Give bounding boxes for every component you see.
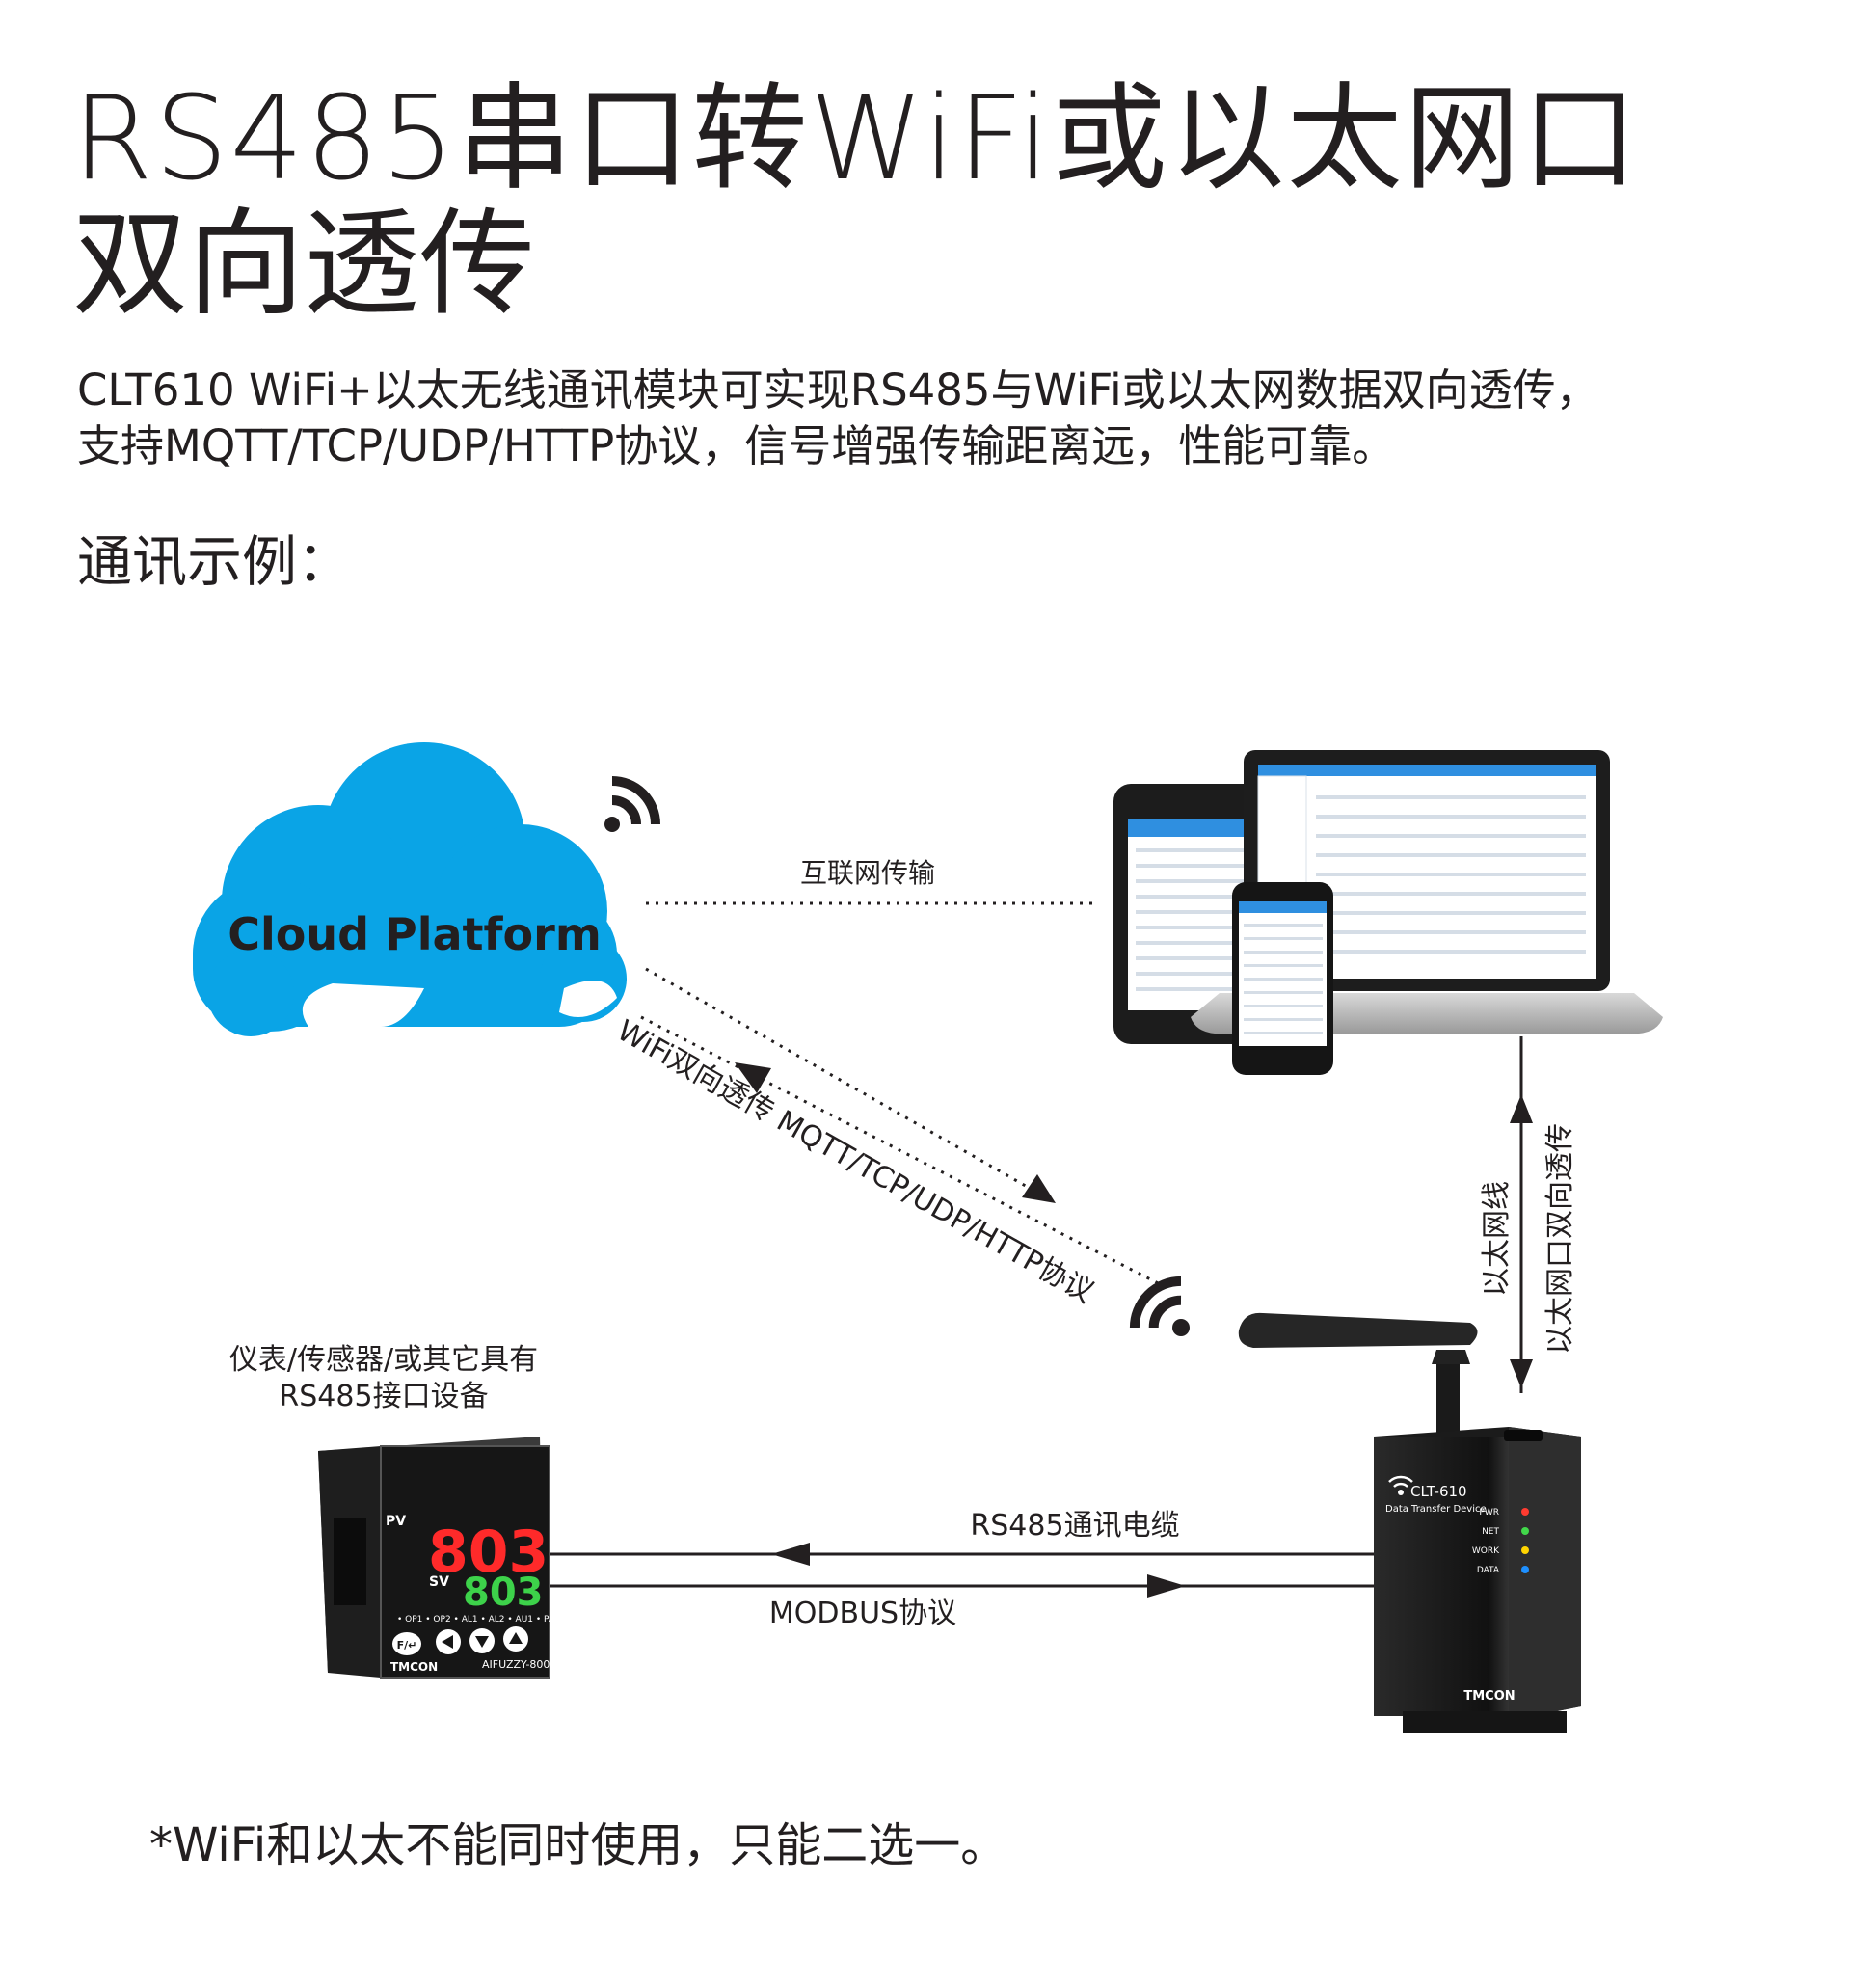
intro-text-line-2: 支持MQTT/TCP/UDP/HTTP协议，信号增强传输距离远，性能可靠。 xyxy=(77,420,1396,471)
function-key[interactable]: F/↵ xyxy=(392,1632,421,1655)
wifi-link-line-upper xyxy=(645,967,1052,1202)
example-heading: 通讯示例： xyxy=(77,530,352,594)
left-key[interactable] xyxy=(436,1629,461,1654)
wifi-icon xyxy=(604,776,660,832)
footnote: *WiFi和以太不能同时使用，只能二选一。 xyxy=(149,1818,1007,1872)
clt610-gateway: CLT-610 Data Transfer Device PWR NET WOR… xyxy=(1238,1312,1581,1733)
led-data: DATA xyxy=(1477,1566,1529,1575)
wifi-link-arrow-down xyxy=(1022,1174,1056,1203)
wifi-link-arrow-up xyxy=(735,1062,771,1093)
instrument-caption-line-1: 仪表/传感器/或其它具有 xyxy=(229,1343,538,1377)
pv-display: 803 xyxy=(428,1518,549,1586)
down-arrow-icon xyxy=(475,1636,489,1648)
cloud-platform: Cloud Platform xyxy=(193,742,627,1036)
wifi-link-line-lower xyxy=(640,1015,1163,1287)
led-net: NET xyxy=(1482,1527,1529,1537)
antenna xyxy=(1238,1312,1478,1437)
gateway-wifi-logo-icon xyxy=(1388,1475,1413,1495)
temperature-controller: PV 803 SV 803 • OP1 • OP2 • AL1 • AL2 • … xyxy=(318,1437,560,1679)
rs485-cable-label: RS485通讯电缆 xyxy=(970,1509,1179,1543)
ethernet-arrow-up xyxy=(1510,1094,1533,1123)
wifi-link-label: WiFi双向透传 MQTT/TCP/UDP/HTTP协议 xyxy=(611,1014,1099,1310)
led-work-label: WORK xyxy=(1472,1546,1500,1556)
ethernet-passthrough-label: 以太网口双向透传 xyxy=(1543,1123,1577,1355)
gateway-wifi-icon xyxy=(1129,1276,1190,1336)
gateway-subtitle: Data Transfer Device xyxy=(1385,1504,1487,1515)
indicator-labels: • OP1 • OP2 • AL1 • AL2 • AU1 • PAR xyxy=(397,1615,560,1625)
controller-model: AIFUZZY-800 xyxy=(482,1658,550,1671)
page-title-line-1: RS485串口转WiFi或以太网口 xyxy=(72,72,1640,206)
led-net-label: NET xyxy=(1482,1527,1499,1537)
rs485-arrow-left xyxy=(771,1543,810,1566)
intro-text-line-1: CLT610 WiFi+以太无线通讯模块可实现RS485与WiFi或以太网数据双… xyxy=(77,364,1599,416)
up-key[interactable] xyxy=(503,1626,528,1652)
left-arrow-icon xyxy=(442,1635,453,1649)
led-work: WORK xyxy=(1472,1546,1529,1556)
sv-display: 803 xyxy=(463,1571,544,1615)
modbus-label: MODBUS协议 xyxy=(769,1597,956,1630)
modbus-arrow-right xyxy=(1147,1574,1186,1598)
led-pwr: PWR xyxy=(1479,1508,1529,1518)
ethernet-arrow-down xyxy=(1510,1359,1533,1388)
page-title-line-2: 双向透传 xyxy=(72,198,535,332)
cloud-label: Cloud Platform xyxy=(228,908,602,960)
led-data-label: DATA xyxy=(1477,1566,1500,1575)
gateway-brand: TMCON xyxy=(1463,1689,1515,1704)
function-key-label: F/↵ xyxy=(397,1639,417,1652)
gateway-model: CLT-610 xyxy=(1410,1483,1467,1500)
phone-device xyxy=(1232,882,1333,1075)
down-key[interactable] xyxy=(469,1628,495,1653)
led-pwr-label: PWR xyxy=(1479,1508,1499,1518)
sv-label: SV xyxy=(429,1574,449,1590)
controller-brand: TMCON xyxy=(390,1660,438,1674)
pv-label: PV xyxy=(386,1514,406,1529)
internet-link-label: 互联网传输 xyxy=(800,857,935,889)
instrument-caption-line-2: RS485接口设备 xyxy=(279,1380,488,1413)
ethernet-cable-label: 以太网线 xyxy=(1480,1181,1514,1297)
up-arrow-icon xyxy=(509,1632,523,1644)
